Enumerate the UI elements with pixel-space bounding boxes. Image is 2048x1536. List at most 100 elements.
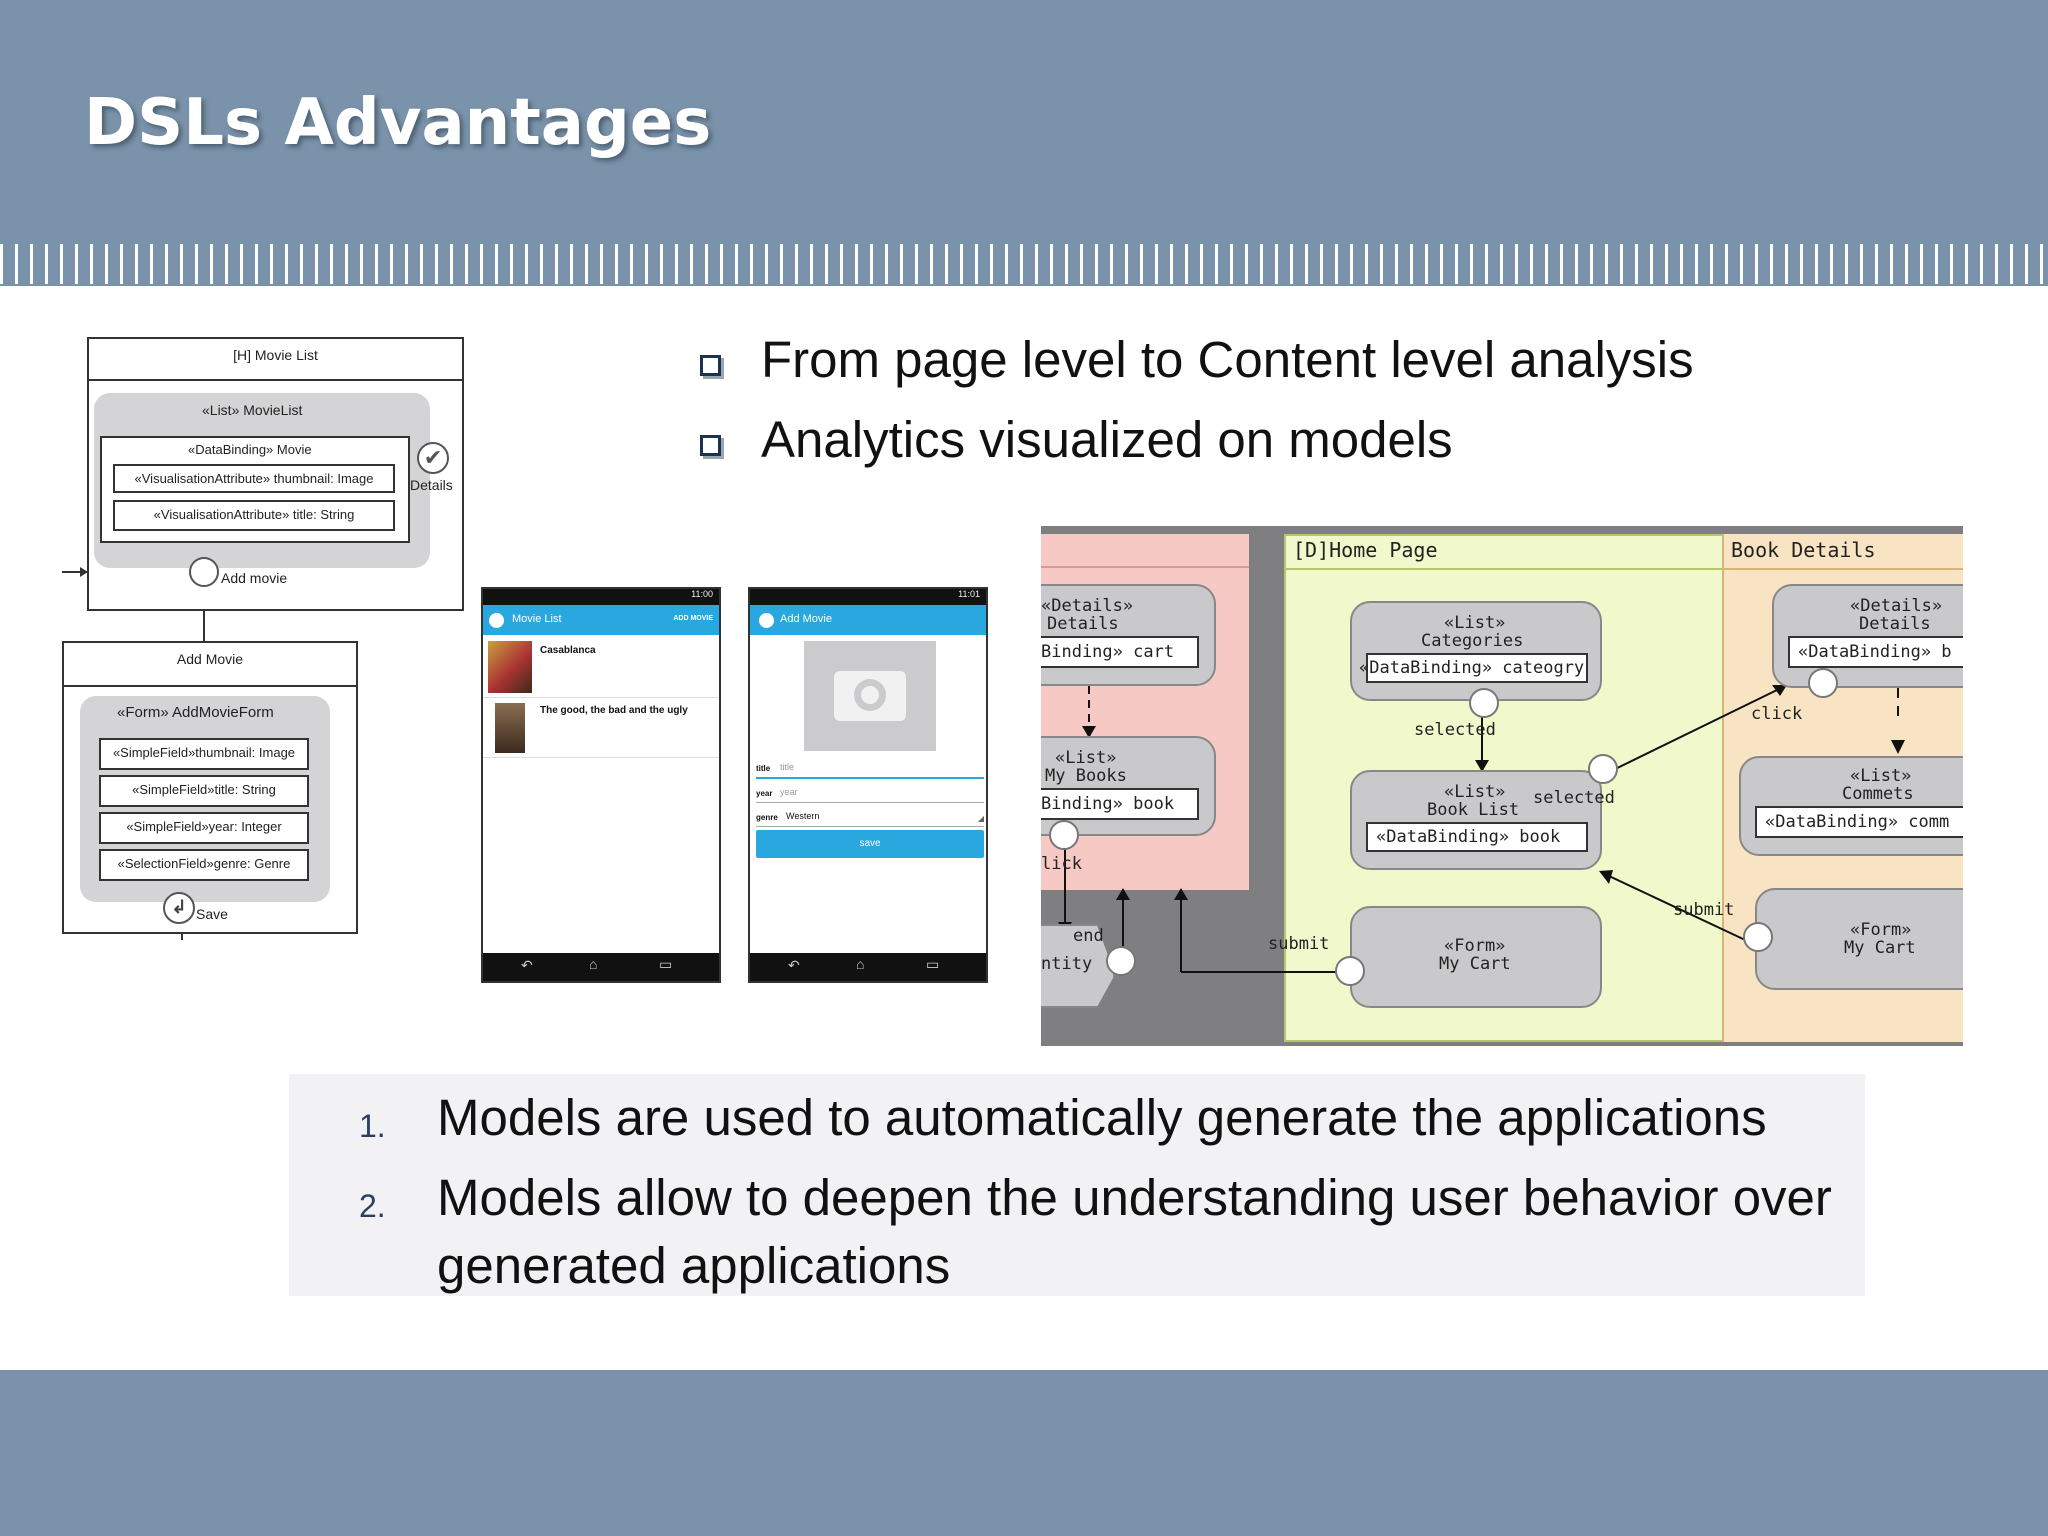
header-band [0, 0, 2048, 286]
submit-label: submit [1268, 934, 1330, 954]
back-icon[interactable]: ↶ [788, 957, 800, 973]
field-value: Western [786, 811, 820, 821]
conclusion-text: Models are used to automatically generat… [437, 1089, 1767, 1146]
list-number: 1. [359, 1108, 386, 1144]
event-circle[interactable] [1106, 946, 1136, 976]
event-circle[interactable] [1588, 754, 1618, 784]
list-number: 2. [359, 1188, 386, 1224]
navigation-bar: ↶ ⌂ ▭ [750, 953, 986, 981]
save-button[interactable]: save [756, 830, 984, 858]
list-item[interactable]: The good, the bad and the ugly [483, 699, 719, 758]
details-check-icon: ✔ [417, 442, 449, 474]
book-details-header-line [1722, 568, 1963, 570]
movie-list-page-title: [H] Movie List [89, 339, 462, 381]
node-stereotype: «List» [1850, 766, 1912, 786]
home-icon[interactable]: ⌂ [589, 956, 598, 972]
checkbox-bullet-icon [700, 435, 721, 456]
movie-title: Casablanca [540, 645, 596, 656]
movie-title: The good, the bad and the ugly [540, 705, 688, 716]
binding-text: «DataBinding» b [1798, 642, 1952, 662]
phone-add-movie: 11:01 Add Movie title title year year ge… [748, 587, 988, 983]
binding-text: «DataBinding» book [1376, 827, 1561, 847]
book-list-node [1350, 770, 1602, 870]
recents-icon[interactable]: ▭ [926, 956, 940, 972]
year-field[interactable]: year year [756, 782, 984, 803]
cart-details-node [1041, 584, 1216, 686]
submit-label: submit [1673, 900, 1735, 920]
field-placeholder: title [780, 762, 795, 772]
movie-list-label: «List» MovieList [202, 402, 303, 418]
home-icon[interactable]: ⌂ [856, 956, 865, 972]
camera-icon [834, 671, 906, 721]
footer-band [0, 1370, 2048, 1536]
node-name: Categories [1421, 631, 1524, 651]
node-stereotype: «List» [1444, 782, 1506, 802]
pink-region-header-line [1041, 566, 1249, 568]
form-field: «SimpleField»year: Integer [99, 812, 309, 844]
node-binding: «DataBinding» comm [1755, 806, 1963, 838]
save-label: Save [196, 906, 228, 922]
save-return-icon: ↲ [163, 892, 195, 924]
add-movie-form-label: «Form» AddMovieForm [117, 704, 274, 721]
movie-poster-image [495, 703, 525, 753]
back-icon[interactable]: ↶ [521, 957, 533, 973]
title-field[interactable]: title title [756, 757, 984, 779]
node-stereotype: «Form» [1444, 936, 1506, 956]
click-label: click [1751, 704, 1803, 724]
form-field: «SelectionField»genre: Genre [99, 849, 309, 881]
form-field: «SimpleField»title: String [99, 775, 309, 807]
entity-label: ntity [1041, 954, 1093, 974]
binding-text: Binding» cart [1041, 642, 1175, 662]
bullet-text: From page level to Content level analysi… [761, 331, 1694, 388]
navigation-diagram: [D]Home Page Book Details «Details» [1041, 526, 1963, 1046]
status-bar: 11:00 [483, 589, 719, 605]
add-movie-action-button[interactable]: ADD MOVIE [673, 615, 713, 622]
app-bar-title: Movie List [512, 613, 562, 625]
selected-label: selected [1414, 720, 1496, 740]
model-diagram: [H] Movie List «List» MovieList «DataBin… [0, 0, 480, 960]
field-label: genre [756, 813, 778, 822]
movie-poster-image [488, 641, 532, 693]
node-stereotype: «List» [1444, 613, 1506, 633]
binding-text: «DataBinding» cateogry [1359, 658, 1585, 678]
app-bar-title: Add Movie [780, 613, 832, 625]
node-name: My Cart [1844, 938, 1916, 958]
app-logo-icon [759, 613, 774, 628]
checkbox-bullet-icon [700, 355, 721, 376]
node-binding: «DataBinding» book [1366, 822, 1588, 852]
event-circle[interactable] [1335, 956, 1365, 986]
slide-title: DSLs Advantages [84, 86, 712, 160]
field-label: year [756, 789, 773, 798]
book-details-title: Book Details [1731, 538, 1876, 562]
event-circle[interactable] [1049, 820, 1079, 850]
add-movie-event-circle [189, 557, 219, 587]
event-circle[interactable] [1743, 922, 1773, 952]
field-label: title [756, 764, 771, 773]
list-item[interactable]: Casablanca [483, 639, 719, 698]
details-label: Details [410, 477, 453, 493]
header-tick-strip [0, 244, 2048, 284]
node-binding: «DataBinding» cateogry [1359, 653, 1588, 683]
app-bar: Movie List ADD MOVIE [483, 605, 719, 635]
cart-form-node [1755, 888, 1963, 990]
form-field: «SimpleField»thumbnail: Image [99, 738, 309, 770]
navigation-bar: ↶ ⌂ ▭ [483, 953, 719, 981]
event-circle[interactable] [1469, 688, 1499, 718]
phone-movie-list: 11:00 Movie List ADD MOVIE Casablanca Th… [481, 587, 721, 983]
home-page-title: [D]Home Page [1293, 538, 1438, 562]
navigation-connectors [1058, 685, 1905, 973]
recents-icon[interactable]: ▭ [659, 956, 673, 972]
status-bar: 11:01 [750, 589, 986, 605]
status-time: 11:01 [958, 589, 980, 599]
node-name: My Cart [1439, 954, 1511, 974]
node-name: Details [1047, 614, 1119, 634]
bullet-text: Analytics visualized on models [761, 411, 1453, 468]
camera-image-picker[interactable] [804, 641, 936, 751]
binding-text: Binding» book [1041, 794, 1175, 814]
node-name: Book List [1427, 800, 1520, 820]
app-bar: Add Movie [750, 605, 986, 635]
node-binding: «DataBinding» b [1788, 636, 1963, 668]
genre-select[interactable]: genre Western ◢ [756, 806, 984, 827]
event-circle[interactable] [1808, 668, 1838, 698]
node-stereotype: «Details» [1041, 596, 1134, 616]
